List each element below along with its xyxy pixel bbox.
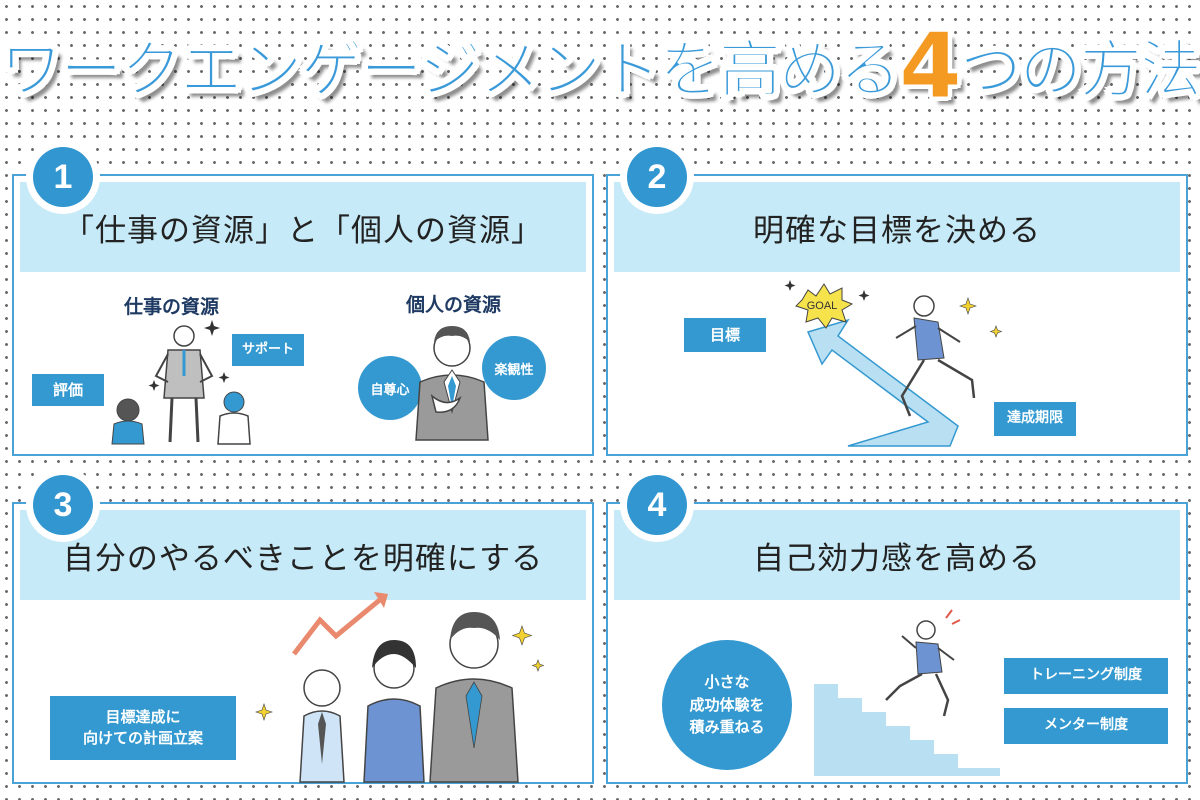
title-text-after: つの方法 — [959, 33, 1200, 107]
small-success-line-2: 成功体験を — [689, 695, 765, 714]
title-text-before: ワークエンゲージメントを高める — [0, 33, 902, 107]
card-1-number: 1 — [33, 147, 93, 207]
job-resources-label: 仕事の資源 — [124, 296, 220, 318]
card-1-heading: 「仕事の資源」と「個人の資源」 — [20, 182, 586, 272]
title-number: 4 — [899, 14, 963, 119]
tag-optimism: 楽観性 — [482, 336, 546, 400]
card-4: 自己効力感を高める 小さな 成功体験を 積み重ねる トレーニング制度 メンター制… — [606, 468, 1188, 784]
small-success-circle: 小さな 成功体験を 積み重ねる — [662, 640, 792, 770]
card-3-heading: 自分のやるべきことを明確にする — [20, 510, 586, 600]
tag-plan-line-1: 目標達成に — [105, 708, 181, 726]
page-title: ワークエンゲージメントを高める4つの方法 — [0, 21, 1200, 112]
tag-plan: 目標達成に 向けての計画立案 — [50, 696, 236, 760]
card-3-number: 3 — [33, 475, 93, 535]
card-4-heading: 自己効力感を高める — [614, 510, 1180, 600]
small-success-line-3: 積み重ねる — [689, 718, 765, 737]
card-4-number: 4 — [627, 475, 687, 535]
team-support-illustration — [111, 320, 251, 445]
tag-plan-line-2: 向けての計画立案 — [82, 729, 203, 747]
card-3-number-badge: 3 — [26, 468, 100, 542]
small-success-line-1: 小さな — [704, 673, 750, 692]
tag-self-esteem: 自尊心 — [358, 356, 422, 420]
tag-support: サポート — [232, 334, 304, 366]
card-2-number: 2 — [627, 147, 687, 207]
stairs-climber-illustration — [814, 609, 1000, 776]
tag-goal: 目標 — [684, 318, 766, 352]
card-1-number-badge: 1 — [26, 140, 100, 214]
personal-resources-label: 個人の資源 — [406, 294, 502, 316]
goal-arrow-illustration: GOAL — [784, 280, 1003, 447]
card-1: 「仕事の資源」と「個人の資源」 仕事の資源 個人の資源 評価 サポート 自尊心 … — [12, 140, 594, 456]
card-4-number-badge: 4 — [620, 468, 694, 542]
tag-training-program: トレーニング制度 — [1004, 658, 1168, 694]
confident-man-illustration — [415, 326, 489, 441]
tag-evaluation: 評価 — [32, 374, 104, 406]
goal-text: GOAL — [807, 300, 838, 312]
card-3: 自分のやるべきことを明確にする 目標達成に 向けての計画立案 3 — [12, 468, 594, 784]
card-2-number-badge: 2 — [620, 140, 694, 214]
tag-deadline: 達成期限 — [994, 402, 1076, 436]
card-2: 明確な目標を決める 目標 達成期限 GOAL 2 — [606, 140, 1188, 456]
team-growth-illustration — [255, 592, 545, 783]
card-2-heading: 明確な目標を決める — [614, 182, 1180, 272]
tag-mentor-program: メンター制度 — [1004, 708, 1168, 744]
